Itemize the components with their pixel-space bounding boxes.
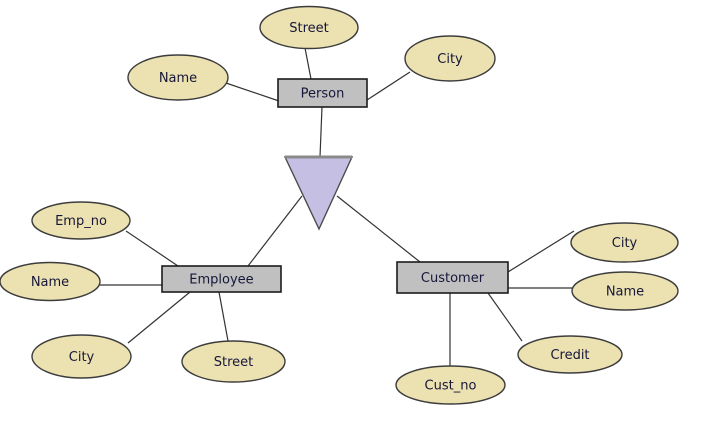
entity-label-customer: Customer bbox=[421, 271, 485, 286]
attribute-ellipse-employee-empno[interactable] bbox=[31, 201, 131, 240]
edge-customer-credit-to-customer bbox=[487, 292, 523, 342]
edge-person-city-to-person bbox=[366, 71, 411, 101]
attribute-customer-city[interactable]: City bbox=[570, 222, 679, 263]
attribute-ellipse-customer-name[interactable] bbox=[571, 271, 679, 311]
entity-employee[interactable]: Employee bbox=[161, 265, 282, 293]
entity-label-person: Person bbox=[301, 87, 345, 102]
attribute-customer-credit[interactable]: Credit bbox=[517, 335, 623, 374]
isa-layer bbox=[283, 155, 354, 231]
entity-box-person[interactable] bbox=[277, 78, 368, 108]
attribute-person-name[interactable]: Name bbox=[127, 54, 229, 101]
attribute-label-employee-street: Street bbox=[214, 355, 254, 370]
attribute-person-city[interactable]: City bbox=[404, 35, 496, 82]
attribute-label-employee-city: City bbox=[69, 350, 95, 365]
edges-layer bbox=[99, 47, 575, 366]
attribute-employee-city[interactable]: City bbox=[31, 334, 132, 379]
edge-person-name-to-person bbox=[225, 82, 280, 102]
attribute-label-customer-city: City bbox=[612, 236, 638, 251]
isa-triangle[interactable] bbox=[283, 156, 354, 231]
entity-label-employee: Employee bbox=[189, 273, 253, 288]
attribute-ellipse-customer-city[interactable] bbox=[570, 222, 679, 263]
attribute-employee-empno[interactable]: Emp_no bbox=[31, 201, 131, 240]
attribute-ellipse-customer-custno[interactable] bbox=[395, 365, 506, 405]
edge-customer-city-to-customer bbox=[507, 230, 575, 273]
attribute-ellipse-employee-street[interactable] bbox=[181, 340, 286, 383]
attribute-label-customer-custno: Cust_no bbox=[425, 379, 477, 394]
attribute-customer-custno[interactable]: Cust_no bbox=[395, 365, 506, 405]
attribute-label-person-street: Street bbox=[289, 21, 329, 36]
edge-isa-triangle-to-customer bbox=[336, 195, 421, 263]
entity-customer[interactable]: Customer bbox=[396, 261, 509, 294]
edge-employee-street-to-employee bbox=[218, 291, 229, 342]
attribute-ellipse-employee-name[interactable] bbox=[0, 261, 101, 302]
attribute-label-customer-credit: Credit bbox=[550, 348, 589, 363]
attribute-label-person-name: Name bbox=[159, 71, 197, 86]
entity-box-customer[interactable] bbox=[396, 261, 509, 294]
attribute-label-customer-name: Name bbox=[606, 285, 644, 300]
attribute-label-person-city: City bbox=[437, 52, 463, 67]
entity-person[interactable]: Person bbox=[277, 78, 368, 108]
attribute-ellipse-employee-city[interactable] bbox=[31, 334, 132, 379]
edge-employee-city-to-employee bbox=[127, 291, 191, 344]
attribute-label-employee-empno: Emp_no bbox=[55, 214, 107, 229]
attribute-label-employee-name: Name bbox=[31, 275, 69, 290]
edge-person-street-to-person bbox=[304, 47, 312, 80]
entity-box-employee[interactable] bbox=[161, 265, 282, 293]
attribute-ellipse-person-city[interactable] bbox=[404, 35, 496, 82]
attribute-person-street[interactable]: Street bbox=[259, 5, 359, 50]
attribute-customer-name[interactable]: Name bbox=[571, 271, 679, 311]
attribute-employee-street[interactable]: Street bbox=[181, 340, 286, 383]
attribute-ellipse-customer-credit[interactable] bbox=[517, 335, 623, 374]
attribute-employee-name[interactable]: Name bbox=[0, 261, 101, 302]
edge-person-to-isa-triangle bbox=[319, 106, 323, 158]
edge-isa-triangle-to-employee bbox=[247, 195, 303, 267]
attribute-ellipse-person-name[interactable] bbox=[127, 54, 229, 101]
attribute-ellipse-person-street[interactable] bbox=[259, 5, 359, 50]
edge-employee-empno-to-employee bbox=[125, 230, 179, 267]
